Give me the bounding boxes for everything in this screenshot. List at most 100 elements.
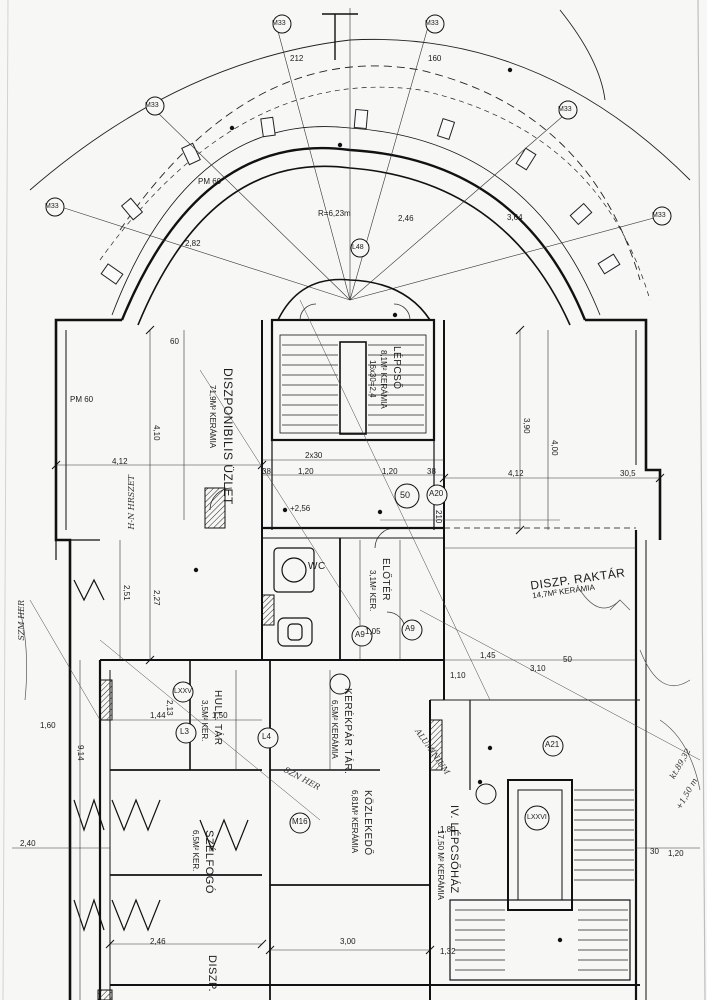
pm-label-left: PM 60	[70, 395, 94, 404]
tag-a20: A20	[429, 489, 444, 498]
dim-50: 50	[563, 655, 572, 664]
lower-stair-treads	[455, 789, 634, 971]
dim-246: 2,46	[150, 937, 166, 946]
room-lepcso-area: 8,1M² KERÁMIA	[379, 350, 388, 409]
szm-her-note: SZM HER	[17, 600, 26, 641]
dim-412-right: 4,12	[508, 469, 524, 478]
room-uzlet-area: 71,9M² KERÁMIA	[208, 385, 217, 449]
tag-a9-left: A9	[355, 630, 365, 639]
dim-105: 1,05	[365, 627, 381, 636]
room-szelfogo-area: 6,5M² KER.	[191, 830, 200, 872]
exterior-walls	[54, 318, 662, 1000]
tag-lxxv: LXXV	[174, 688, 192, 695]
dim-2x30: 2x30	[305, 451, 323, 460]
room-hull-name: HULL. TÁR	[212, 690, 223, 746]
dim-240: 2,40	[20, 839, 36, 848]
room-kozlekedo-name: KÖZLEKEDŐ	[362, 790, 373, 856]
dim-210: 210	[434, 510, 443, 524]
tag-lxxvi: LXXVI	[527, 814, 547, 821]
dim-300: 3,00	[340, 937, 356, 946]
arch-dim-160: 160	[428, 54, 442, 63]
tag-50: 50	[400, 490, 411, 500]
level-marks	[193, 67, 563, 943]
dimension-ticks	[51, 325, 665, 955]
interior-walls	[98, 320, 647, 1000]
dim-213: 2,13	[165, 700, 174, 716]
left-zigzag-walls	[73, 578, 249, 932]
tag-l3: L3	[180, 727, 189, 736]
m33-tag-5: M33	[558, 106, 572, 113]
dim-251: 2,51	[122, 585, 131, 601]
room-szelfogo-name: SZÉLFOGÓ	[203, 830, 215, 894]
arch-dim-282: 2,82	[185, 239, 201, 248]
lower-stair-core	[449, 779, 631, 981]
top-stair-treads	[282, 344, 424, 426]
dim-310: 3,10	[530, 664, 546, 673]
dim-914: 9,14	[76, 745, 85, 761]
dim-160: 1,60	[40, 721, 56, 730]
room-eloter-area: 3,1M² KER.	[368, 570, 377, 612]
tag-a21: A21	[545, 740, 560, 749]
dim-400: 4,00	[550, 440, 559, 456]
arch-dim-364: 3,64	[507, 213, 523, 222]
dim-110: 1,10	[450, 671, 466, 680]
dim-412-left: 4,12	[112, 457, 128, 466]
dim-38-b: 38	[427, 467, 436, 476]
tag-l4: L4	[262, 732, 271, 741]
room-lepcsohaz-name: IV. LÉPCSŐHÁZ	[448, 805, 460, 894]
m33-tag-6: M33	[652, 212, 666, 219]
dim-60: 60	[170, 337, 179, 346]
radial-axis-lines	[54, 8, 666, 301]
room-kerekpar-area: 6,5M² KERÁMIA	[330, 700, 339, 759]
tag-a9-right: A9	[405, 624, 415, 633]
dim-410: 4,10	[152, 425, 161, 441]
arch-dim-212: 212	[290, 54, 304, 63]
dim-180: 1,80	[440, 825, 456, 834]
room-kozlekedo-area: 6,81M² KERÁMIA	[350, 790, 359, 854]
dim-145: 1,45	[480, 651, 496, 660]
dim-132: 1,32	[440, 947, 456, 956]
m33-tag-3: M33	[272, 20, 286, 27]
m33-markers	[45, 14, 672, 226]
dimension-lines	[12, 330, 700, 1000]
dim-150: 1,50	[212, 711, 228, 720]
dim-305: 30,5	[620, 469, 636, 478]
arch-windows	[100, 108, 621, 285]
wc-fixtures	[273, 547, 315, 647]
room-eloter-name: ELŐTÉR	[380, 558, 391, 602]
room-lepcso-name: LÉPCSŐ	[391, 346, 402, 390]
pencil-marks	[19, 589, 701, 791]
m33-tag-1: M33	[45, 203, 59, 210]
dim-120-b: 1,20	[382, 467, 398, 476]
dim-30: 30	[650, 847, 659, 856]
hrsz-note: H-N HRSZET	[127, 475, 136, 530]
room-lepcsohaz-area: 17,50 M² KERÁMIA	[436, 830, 445, 900]
top-stair-core	[270, 278, 436, 442]
m33-tag-4: M33	[425, 20, 439, 27]
room-wc-name: WC	[308, 561, 326, 572]
dim-227: 2,27	[152, 590, 161, 606]
dim-120-a: 1,20	[298, 467, 314, 476]
construction-lines	[29, 299, 701, 821]
room-lepcso-extra: 16x30=2,4	[368, 360, 377, 398]
room-uzlet-name: DISZPONIBILIS ÜZLET	[221, 368, 235, 505]
tag-m16: M16	[292, 817, 308, 826]
dim-390: 3,90	[522, 418, 531, 434]
room-hull-area: 3,5M² KER.	[200, 700, 209, 742]
dim-38-a: 38	[262, 467, 271, 476]
room-diszp-name: DISZP.	[206, 955, 218, 993]
arch-dim-246: 2,46	[398, 214, 414, 223]
l48-tag: L48	[352, 244, 364, 251]
pm-label-arch: PM 60	[198, 177, 222, 186]
room-kerekpar-name: KERÉKPÁR TÁR.	[342, 688, 353, 775]
level-256: +2,56	[290, 504, 311, 513]
radius-label: R=6,23m	[318, 209, 351, 218]
structural-columns	[97, 487, 443, 1000]
north-mark	[322, 13, 358, 60]
tag-circles	[172, 238, 564, 834]
m33-tag-2: M33	[145, 102, 159, 109]
dim-120-c: 1,20	[668, 849, 684, 858]
